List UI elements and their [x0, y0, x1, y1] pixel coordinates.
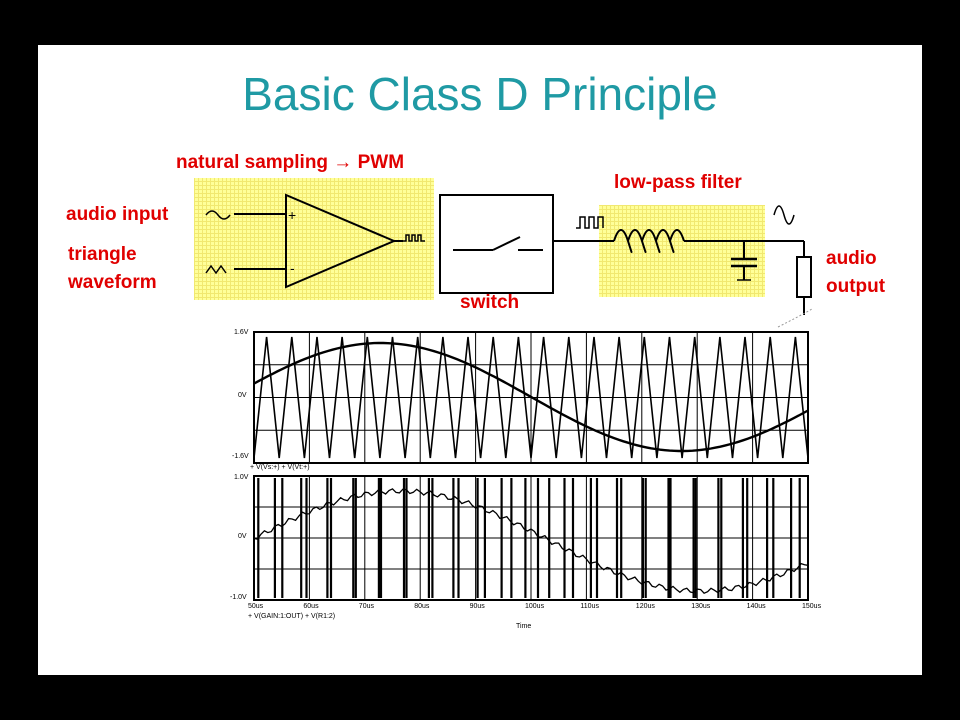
top-y-label-max: 1.6V [234, 329, 249, 336]
x-axis-label: Time [516, 623, 532, 630]
slide-title: Basic Class D Principle [242, 68, 718, 120]
slide: Basic Class D Principle + - [38, 45, 922, 675]
audio-input-label: audio input [66, 204, 169, 225]
inductor-icon [613, 229, 685, 253]
filter-highlight [599, 205, 765, 297]
switch-box [439, 194, 554, 294]
natural-sampling-label: natural sampling → PWM [176, 152, 405, 173]
triangle-carrier-wave [253, 336, 809, 459]
pwm-highlight [194, 178, 434, 300]
bottom-y-label-max: 1.0V [234, 474, 249, 481]
top-y-label-min: -1.6V [232, 453, 249, 460]
x-tick-label: 60us [303, 603, 319, 610]
output-sine-icon [773, 205, 795, 225]
x-tick-label: 140us [746, 603, 766, 610]
audio-sine-wave [253, 341, 809, 453]
x-tick-label: 100us [525, 603, 545, 610]
sine-input-icon [205, 210, 231, 220]
low-pass-filter-label: low-pass filter [614, 172, 742, 193]
output-label: output [826, 276, 886, 297]
bottom-waveforms [253, 478, 809, 598]
x-tick-label: 70us [358, 603, 374, 610]
comparator-triangle [285, 193, 397, 289]
bottom-y-label-zero: 0V [238, 533, 247, 540]
x-tick-label: 90us [469, 603, 485, 610]
switch-label: switch [460, 292, 520, 313]
triangle-label: triangle [68, 244, 137, 265]
bottom-y-label-min: -1.0V [230, 594, 247, 601]
bottom-legend: + V(GAIN:1:OUT) + V(R1:2) [248, 613, 336, 620]
top-y-label-zero: 0V [238, 392, 247, 399]
filtered-output-wave [253, 488, 809, 594]
x-tick-label: 80us [414, 603, 430, 610]
x-tick-label: 150us [802, 603, 822, 610]
x-tick-label: 50us [248, 603, 264, 610]
svg-text:-: - [290, 260, 295, 276]
switched-pulse-icon [576, 216, 604, 229]
x-tick-label: 130us [691, 603, 711, 610]
triangle-input-icon [205, 264, 227, 275]
top-legend: + V(Vs:+) + V(Vt:+) [250, 464, 310, 471]
x-tick-label: 120us [635, 603, 655, 610]
top-waveforms [253, 336, 809, 459]
pwm-pulse-icon [403, 234, 425, 242]
class-d-diagram: + - [194, 178, 813, 601]
x-tick-label: 110us [580, 603, 599, 610]
load-resistor [796, 256, 812, 298]
waveform-label: waveform [68, 272, 157, 293]
svg-text:+: + [288, 207, 296, 223]
audio-label: audio [826, 248, 877, 269]
